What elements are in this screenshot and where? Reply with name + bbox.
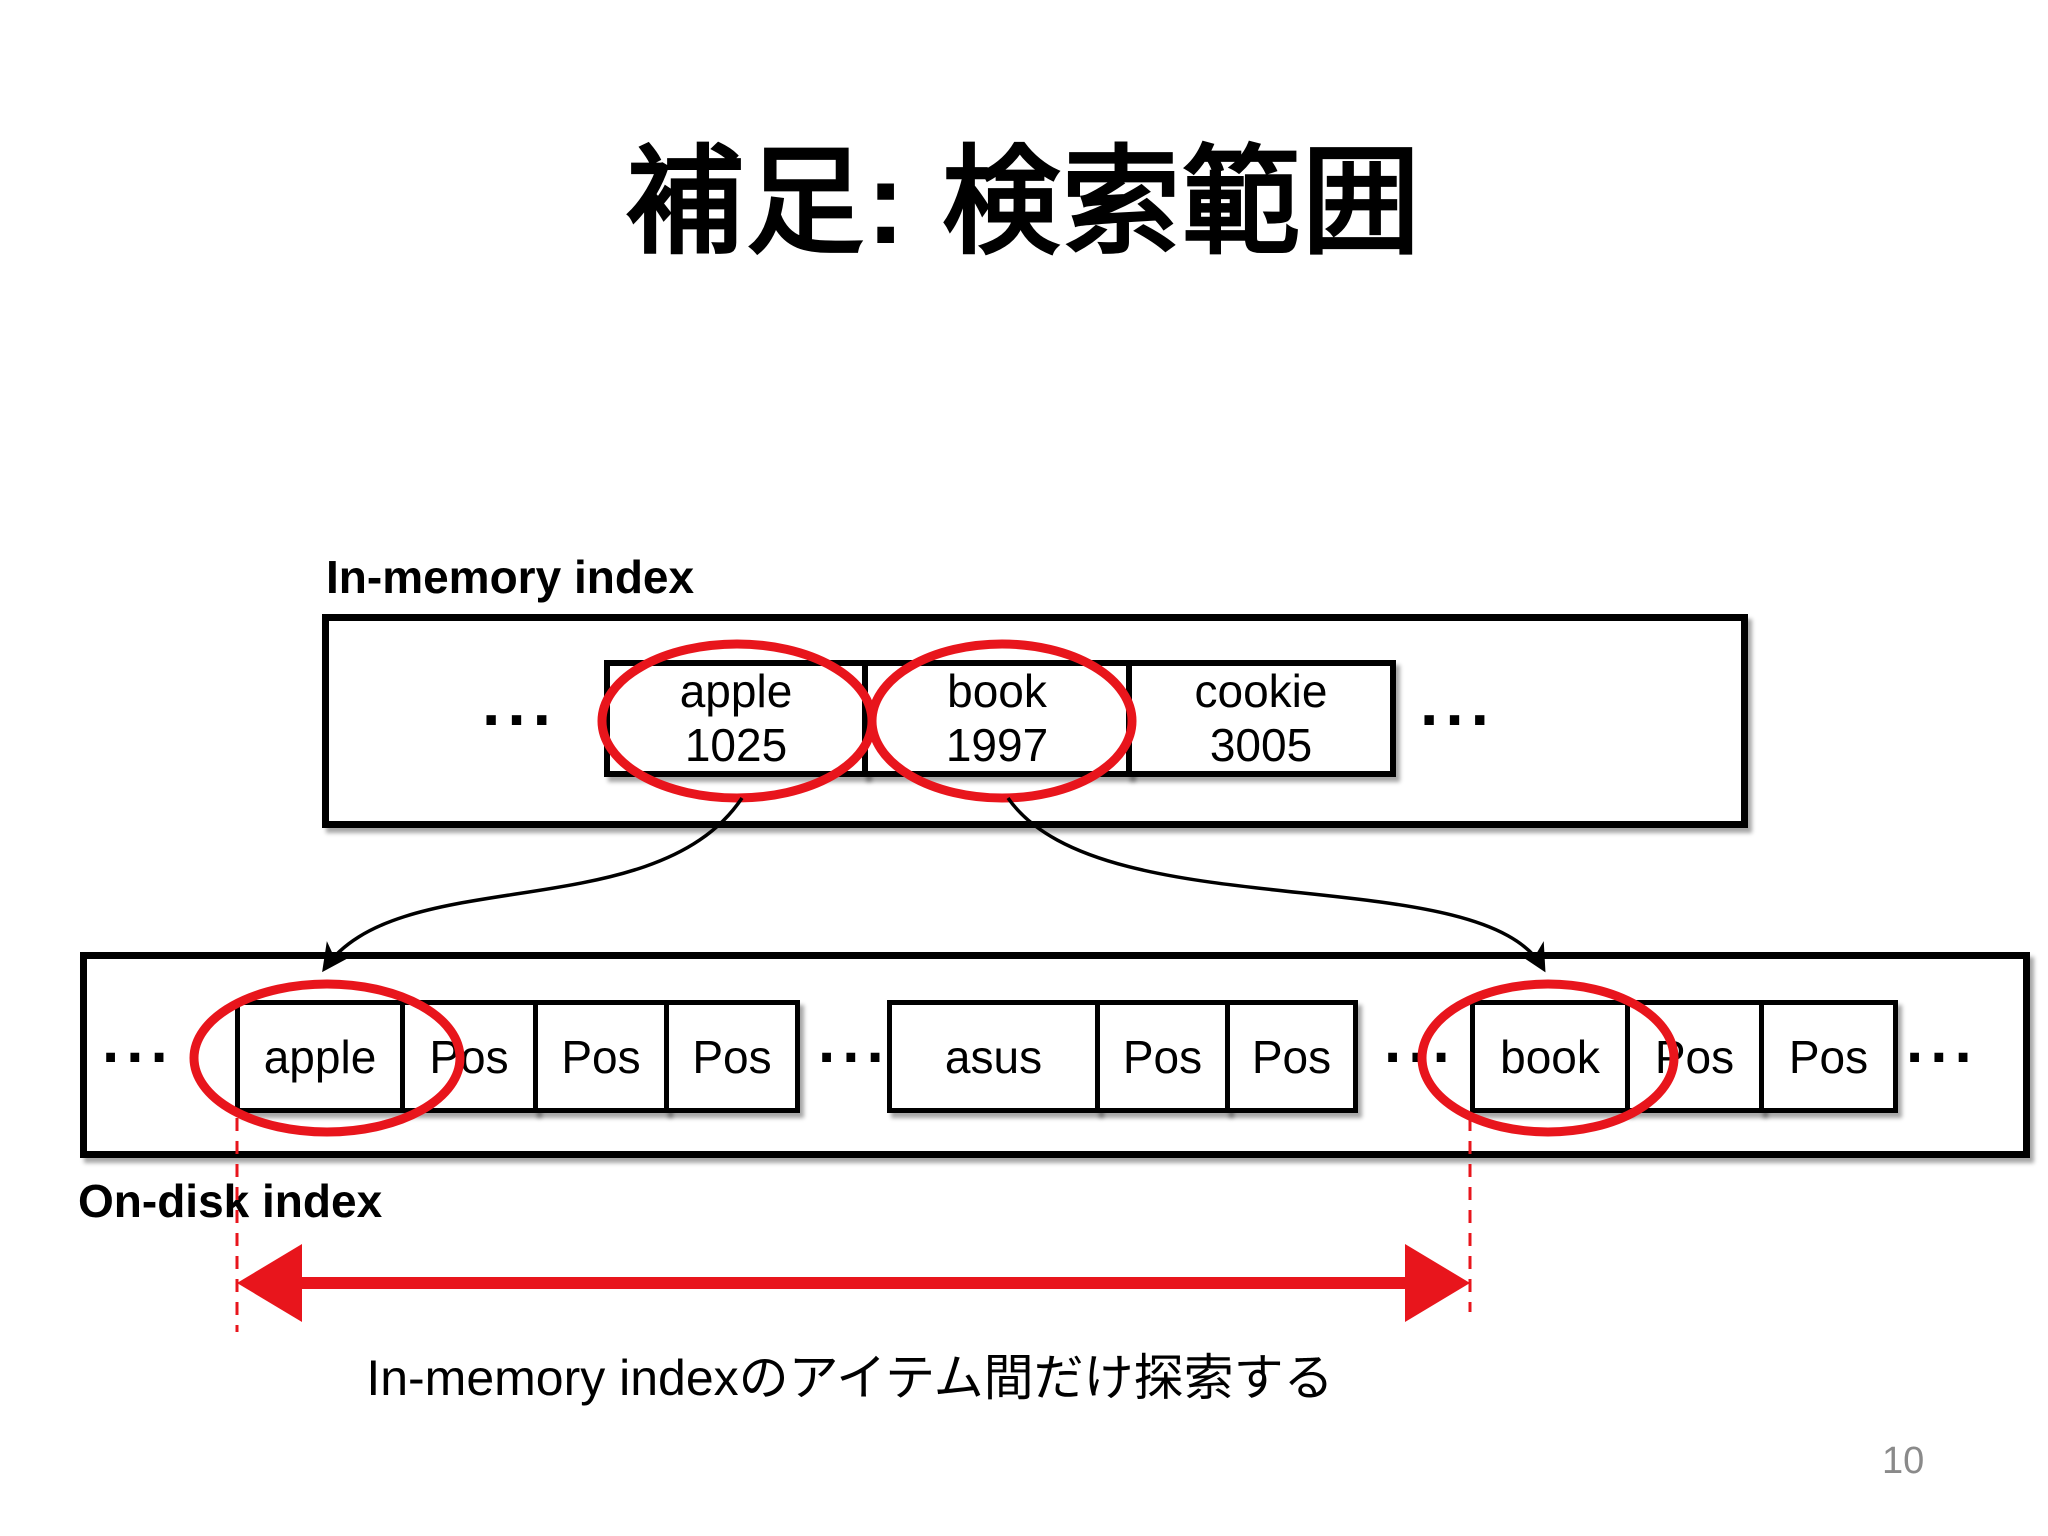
cell-term: apple [679,665,793,718]
disk-cell-asus: asus [887,1000,1100,1113]
in-memory-cells: apple 1025 book 1997 cookie 3005 [604,660,1396,777]
in-memory-index-label: In-memory index [326,551,695,603]
cell-position: 1025 [684,718,788,771]
search-range-double-arrow-icon [237,1244,1470,1322]
disk-cell-pos: Pos [1095,1000,1230,1113]
on-disk-ellipsis-1: ... [102,1007,175,1076]
index-cell-apple: apple 1025 [604,660,868,777]
cell-position: 3005 [1209,718,1313,771]
disk-cell-pos: Pos [533,1000,669,1113]
disk-cell-apple: apple [235,1000,405,1113]
disk-cell-pos: Pos [1625,1000,1764,1113]
cell-term: book [947,665,1047,718]
slide-title: 補足: 検索範囲 [625,137,1423,269]
in-memory-ellipsis-right: ... [1420,665,1497,739]
disk-cell-book: book [1470,1000,1630,1113]
disk-cell-pos: Pos [1759,1000,1898,1113]
disk-cell-pos: Pos [400,1000,538,1113]
cell-term: cookie [1194,665,1328,718]
in-memory-ellipsis-left: ... [482,665,559,739]
disk-cell-pos: Pos [1225,1000,1358,1113]
on-disk-group-apple: apple Pos Pos Pos [235,1000,800,1113]
disk-cell-pos: Pos [664,1000,800,1113]
on-disk-ellipsis-3: ... [1384,1007,1457,1076]
index-cell-cookie: cookie 3005 [1126,660,1396,777]
cell-position: 1997 [945,718,1049,771]
search-range-caption: In-memory indexのアイテム間だけ探索する [366,1350,1334,1406]
on-disk-ellipsis-2: ... [818,1007,891,1076]
on-disk-index-label: On-disk index [78,1175,383,1227]
on-disk-ellipsis-4: ... [1906,1007,1979,1076]
on-disk-group-book: book Pos Pos [1470,1000,1898,1113]
page-number: 10 [1882,1440,1925,1482]
on-disk-group-asus: asus Pos Pos [887,1000,1358,1113]
index-cell-book: book 1997 [862,660,1132,777]
